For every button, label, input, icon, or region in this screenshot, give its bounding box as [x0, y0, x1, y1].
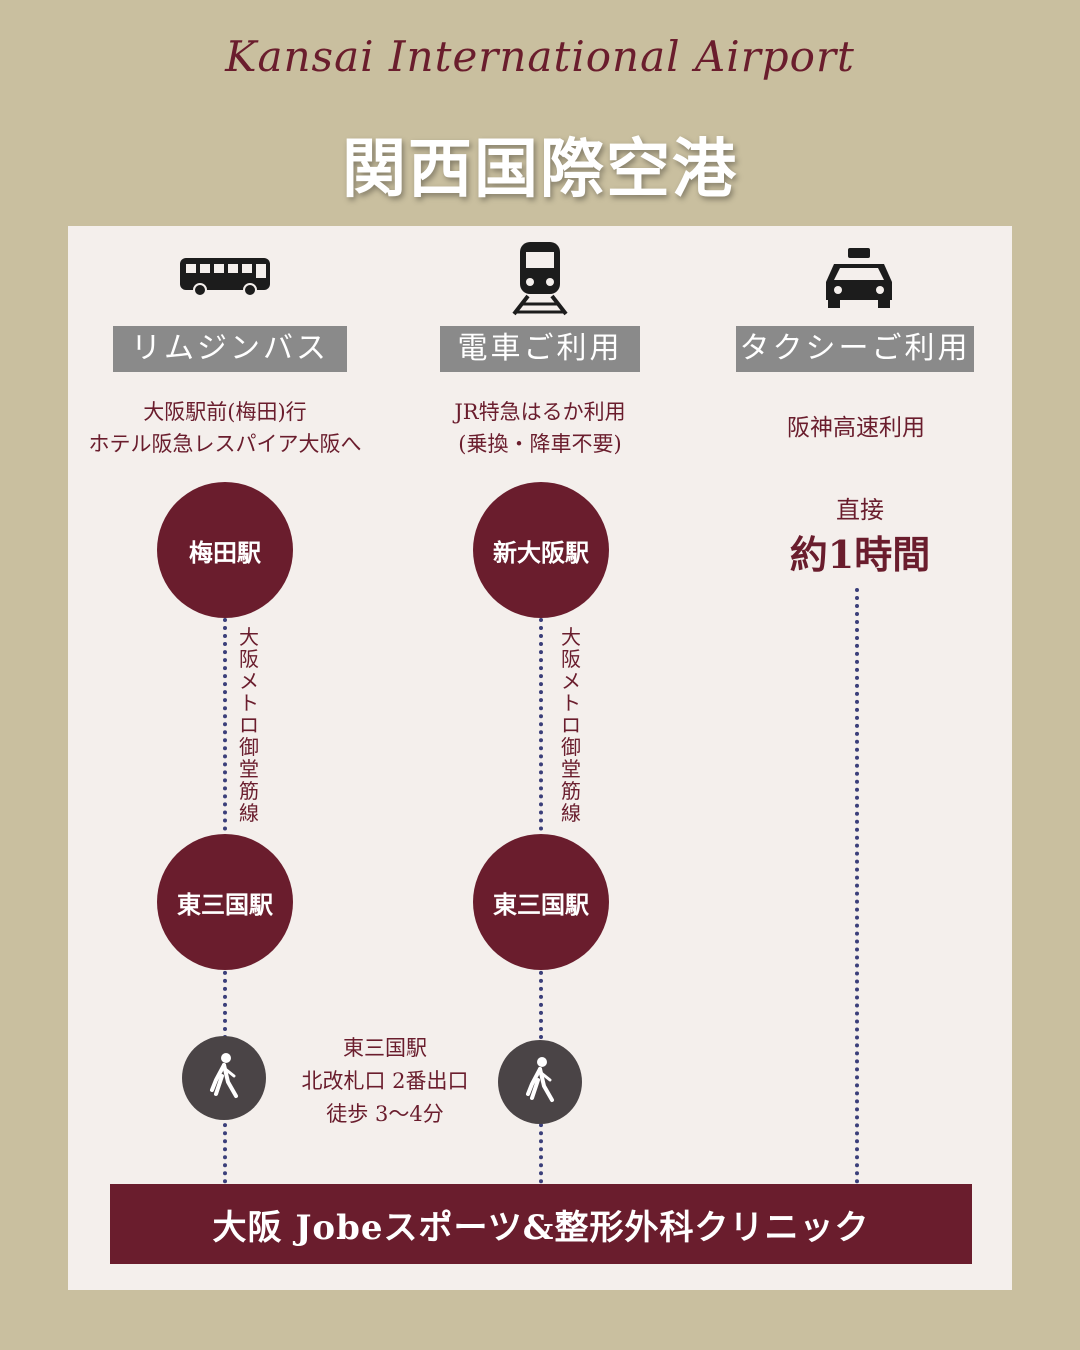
taxi-icon — [826, 248, 892, 308]
walk-note-station: 東三国駅 — [343, 1036, 427, 1060]
bus-desc-line2: ホテル阪急レスパイア大阪へ — [88, 432, 362, 456]
bus-desc-line1: 大阪駅前(梅田)行 — [143, 400, 307, 424]
walking-person-icon — [182, 1036, 266, 1120]
destination-clinic: 大阪 Jobeスポーツ&整形外科クリニック — [110, 1184, 972, 1264]
walk-note-exit: 北改札口 2番出口 — [301, 1069, 469, 1093]
taxi-route-line — [855, 588, 859, 1184]
train-icon — [512, 242, 568, 316]
taxi-direct-label: 直接 — [836, 496, 884, 524]
taxi-duration: 約1時間 — [789, 532, 931, 577]
bus-metro-line-label: 大阪メトロ御堂筋線 — [239, 625, 259, 825]
walk-note-time: 徒歩 3〜4分 — [326, 1102, 444, 1126]
station-higashi-mikuni-train: 東三国駅 — [473, 834, 609, 970]
walking-person-icon — [498, 1040, 582, 1124]
station-higashi-mikuni-bus: 東三国駅 — [157, 834, 293, 970]
page-title: 関西国際空港 — [342, 133, 738, 207]
bus-label: リムジンバス — [113, 326, 347, 372]
station-umeda: 梅田駅 — [157, 482, 293, 618]
train-metro-line-label: 大阪メトロ御堂筋線 — [561, 625, 581, 825]
script-title: Kansai International Airport — [225, 32, 855, 81]
taxi-label: タクシーご利用 — [736, 326, 974, 372]
train-desc-line1: JR特急はるか利用 — [454, 400, 626, 424]
train-desc-line2: (乗換・降車不要) — [458, 432, 622, 456]
bus-icon — [180, 258, 270, 297]
station-shin-osaka: 新大阪駅 — [473, 482, 609, 618]
train-label: 電車ご利用 — [440, 326, 640, 372]
taxi-desc: 阪神高速利用 — [787, 415, 925, 441]
